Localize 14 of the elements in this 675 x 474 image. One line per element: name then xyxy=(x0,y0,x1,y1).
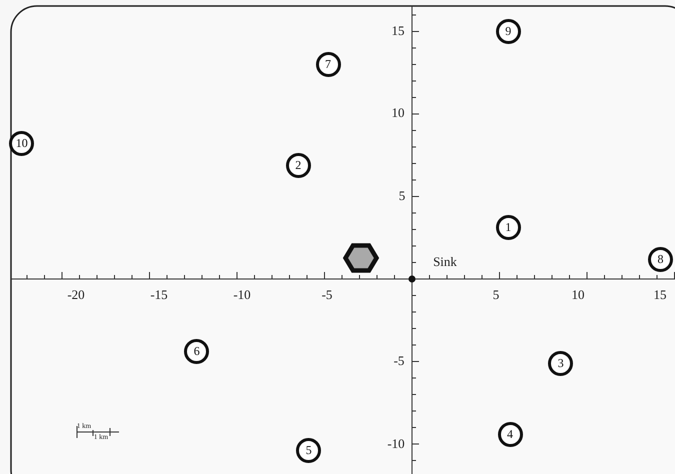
tick-label: 5 xyxy=(398,188,406,204)
tick-label: 10 xyxy=(392,105,404,121)
sink-hexagon xyxy=(343,242,380,273)
tick-label: -5 xyxy=(394,353,404,369)
tick-label: 15 xyxy=(654,287,666,303)
tick-label: 10 xyxy=(572,287,584,303)
tick-label: -20 xyxy=(67,287,85,303)
tick-label: -15 xyxy=(150,287,168,303)
tick-label: -5 xyxy=(322,287,332,303)
tick-label: -10 xyxy=(233,287,251,303)
tick-label: 5 xyxy=(492,287,500,303)
tick-label: -10 xyxy=(387,436,405,452)
tick-label: 15 xyxy=(392,23,404,39)
sink-label: Sink xyxy=(433,254,457,270)
